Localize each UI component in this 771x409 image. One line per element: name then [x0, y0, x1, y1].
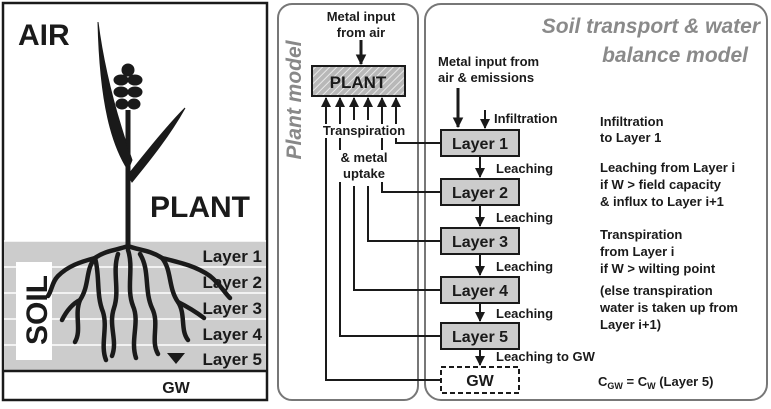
layer-box-1-label: Layer 1: [452, 136, 508, 153]
leaching-to-gw-label: Leaching to GW: [496, 349, 596, 364]
note-infiltration-1: Infiltration: [600, 114, 664, 129]
layer-box-5: [440, 322, 520, 350]
left-layer-1: Layer 1: [202, 247, 262, 266]
cgw-equation: CGW = CW (Layer 5): [598, 374, 713, 391]
connector-mask-transpiration: [318, 124, 410, 138]
uptake-arrows: [321, 97, 401, 120]
leaching-label-3: Leaching: [496, 259, 553, 274]
cgw-tail: (Layer 5): [656, 374, 714, 389]
transpiration-label-top: Transpiration: [323, 123, 405, 138]
note-transpiration-2: from Layer i: [600, 244, 674, 259]
note-else-1: (else transpiration: [600, 283, 713, 298]
soil-label: SOIL: [21, 275, 54, 345]
note-leaching-2: if W > field capacity: [600, 177, 722, 192]
cgw-eq: = C: [623, 374, 648, 389]
plant-label: PLANT: [150, 191, 250, 224]
note-else-3: Layer i+1): [600, 317, 661, 332]
soil-model-title-line1: Soil transport & water: [542, 15, 762, 38]
roots-illustration: [45, 243, 233, 363]
left-layer-3: Layer 3: [202, 299, 262, 318]
gw-box-label: GW: [466, 373, 494, 390]
left-panel: AIR PLANT SOIL Layer 1 Layer 2 Layer 3 L…: [1, 1, 269, 402]
plant-illustration: [97, 21, 186, 248]
cgw-sub-w: W: [647, 381, 656, 391]
layer-box-2-label: Layer 2: [452, 185, 508, 202]
soil-metal-input-line2: air & emissions: [438, 70, 534, 85]
layer-box-3: [440, 227, 520, 255]
layer-box-1: [440, 129, 520, 157]
left-layer-5: Layer 5: [202, 350, 262, 369]
plant-model-panel: Plant model Metal input from air PLANT T…: [277, 3, 419, 401]
gw-box: [440, 366, 520, 394]
uptake-connectors: [325, 120, 440, 381]
water-table-marker: [167, 353, 185, 364]
layer-box-4: [440, 276, 520, 304]
note-leaching-3: & influx to Layer i+1: [600, 194, 724, 209]
soil-metal-input-line1: Metal input from: [438, 54, 539, 69]
soil-model-panel: Soil transport & water balance model Met…: [424, 3, 768, 401]
plant-model-title: Plant model: [283, 39, 306, 159]
metal-uptake-top-line1: & metal: [341, 150, 388, 165]
plant-metal-input-line1: Metal input: [327, 9, 396, 24]
air-label: AIR: [18, 19, 70, 52]
connector-mask-uptake: [330, 150, 400, 182]
plant-box-label: PLANT: [330, 73, 387, 92]
leaching-label-2: Leaching: [496, 210, 553, 225]
infiltration-label: Infiltration: [494, 111, 558, 126]
left-layer-4: Layer 4: [202, 325, 262, 344]
note-transpiration-3: if W > wilting point: [600, 261, 716, 276]
left-layer-2: Layer 2: [202, 273, 262, 292]
note-transpiration-1: Transpiration: [600, 227, 682, 242]
plant-box: [311, 65, 406, 97]
leaching-label-1: Leaching: [496, 161, 553, 176]
metal-uptake-top-line2: uptake: [343, 166, 385, 181]
soil-model-title-line2: balance model: [602, 44, 749, 67]
cgw-c: C: [598, 374, 608, 389]
layer-box-4-label: Layer 4: [452, 283, 508, 300]
note-infiltration-2: to Layer 1: [600, 130, 661, 145]
note-else-2: water is taken up from: [599, 300, 738, 315]
plant-metal-input-line2: from air: [337, 25, 385, 40]
layer-box-3-label: Layer 3: [452, 234, 508, 251]
leaching-label-4: Leaching: [496, 306, 553, 321]
layer-box-5-label: Layer 5: [452, 329, 508, 346]
left-gw-label: GW: [162, 380, 190, 397]
note-leaching-1: Leaching from Layer i: [600, 160, 735, 175]
layer-box-2: [440, 178, 520, 206]
cgw-sub-gw: GW: [607, 381, 623, 391]
